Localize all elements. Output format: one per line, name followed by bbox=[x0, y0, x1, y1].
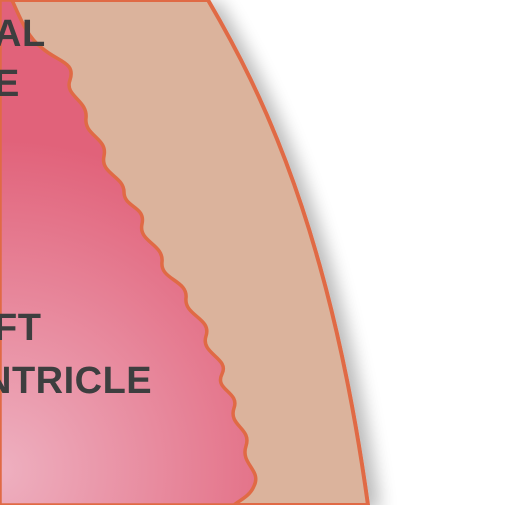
label-top-line-1: AL bbox=[0, 13, 46, 55]
left-ventricle-cavity bbox=[0, 0, 258, 505]
label-top-line-2: E bbox=[0, 63, 20, 105]
label-left-ventricle-line-1: FT bbox=[0, 307, 41, 349]
label-left-ventricle-line-2: NTRICLE bbox=[0, 360, 152, 402]
